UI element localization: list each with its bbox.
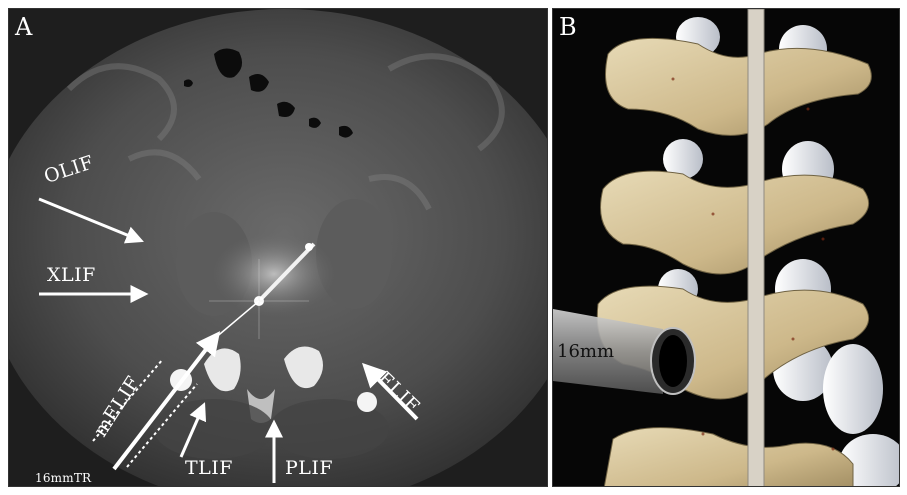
panel-b-letter: B	[559, 15, 577, 39]
spinous-processes	[748, 9, 764, 487]
panel-a-letter: A	[15, 15, 32, 39]
spine-3d-panel: B 16mm	[552, 8, 900, 487]
ct-panel: A OLIF XLIF mELIF ELIF TLIF PLIF 16mmTR	[8, 8, 548, 487]
implant-marker-2	[305, 243, 313, 251]
vertebrae	[597, 38, 871, 487]
vertebral-body	[212, 232, 336, 316]
tlif-label: TLIF	[185, 459, 233, 478]
xlif-label: XLIF	[47, 266, 96, 285]
elif-entry-marker	[357, 392, 377, 412]
ct-scan-image	[9, 9, 548, 487]
left-paraspinal	[154, 399, 274, 459]
tube-diameter-label: 16mm	[557, 343, 614, 361]
tube-size-label: 16mmTR	[35, 472, 91, 484]
plif-label: PLIF	[285, 459, 333, 478]
spine-3d-image	[553, 9, 900, 487]
